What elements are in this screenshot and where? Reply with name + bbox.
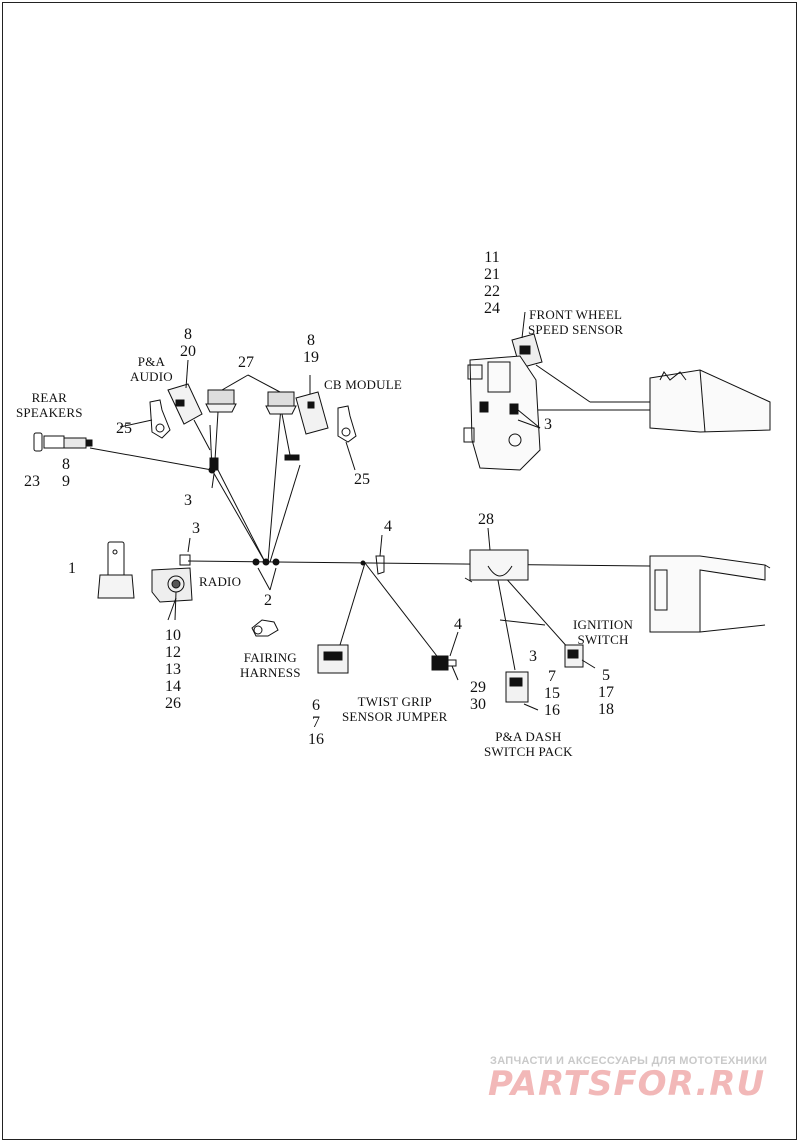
pa-audio-connector bbox=[167, 383, 211, 451]
callout-2: 2 bbox=[264, 592, 272, 609]
callout-28: 28 bbox=[478, 511, 494, 528]
watermark-tagline: ЗАПЧАСТИ И АКСЕССУАРЫ ДЛЯ МОТОТЕХНИКИ bbox=[490, 1055, 768, 1067]
callout-3-rear: 3 bbox=[184, 492, 192, 509]
callout-25-left: 25 bbox=[116, 420, 132, 437]
harness-clips bbox=[208, 466, 366, 566]
clip-left bbox=[149, 399, 171, 439]
cb-module-connector bbox=[295, 391, 329, 435]
callout-1: 1 bbox=[68, 560, 76, 577]
radio-part bbox=[151, 554, 193, 621]
connector-27-right bbox=[265, 391, 300, 461]
main-harness bbox=[89, 364, 651, 671]
callout-4-right: 4 bbox=[454, 616, 462, 633]
label-radio: RADIO bbox=[199, 574, 242, 589]
handlebar-right bbox=[649, 555, 771, 633]
connector-6-7-16 bbox=[317, 644, 349, 674]
callout-3-front: 3 bbox=[544, 416, 552, 433]
dash-housing bbox=[464, 549, 529, 583]
rear-speaker-connector bbox=[33, 432, 93, 452]
callout-27: 27 bbox=[238, 354, 254, 371]
label-cb-module: CB MODULE bbox=[324, 377, 402, 392]
leader-lines bbox=[119, 311, 596, 711]
fender-part bbox=[649, 369, 771, 433]
clip-4-left bbox=[375, 555, 385, 575]
callout-25-right: 25 bbox=[354, 471, 370, 488]
front-bracket-assembly bbox=[463, 355, 541, 471]
callout-3-radio: 3 bbox=[192, 520, 200, 537]
dash-switch-connector bbox=[505, 671, 529, 703]
clip-right bbox=[337, 405, 357, 443]
connector-27-left bbox=[205, 389, 237, 471]
bracket-part bbox=[97, 541, 135, 599]
ignition-switch-connector bbox=[564, 644, 584, 668]
watermark-logo: PARTSFOR.RU bbox=[488, 1064, 766, 1104]
fairing-harness-clip bbox=[251, 619, 279, 637]
callout-3-dash: 3 bbox=[529, 648, 537, 665]
callout-4-left: 4 bbox=[384, 518, 392, 535]
callout-23: 23 bbox=[24, 473, 40, 490]
